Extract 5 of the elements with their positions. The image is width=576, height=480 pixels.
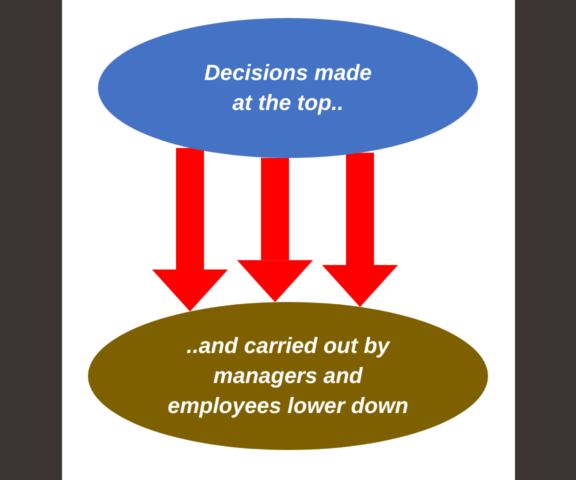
arrow xyxy=(152,148,228,312)
node-text: Decisions made at the top.. xyxy=(203,59,373,117)
node-text: ..and carried out by managers and employees lower down xyxy=(166,332,410,420)
arrow xyxy=(237,158,313,302)
arrow xyxy=(322,152,398,307)
